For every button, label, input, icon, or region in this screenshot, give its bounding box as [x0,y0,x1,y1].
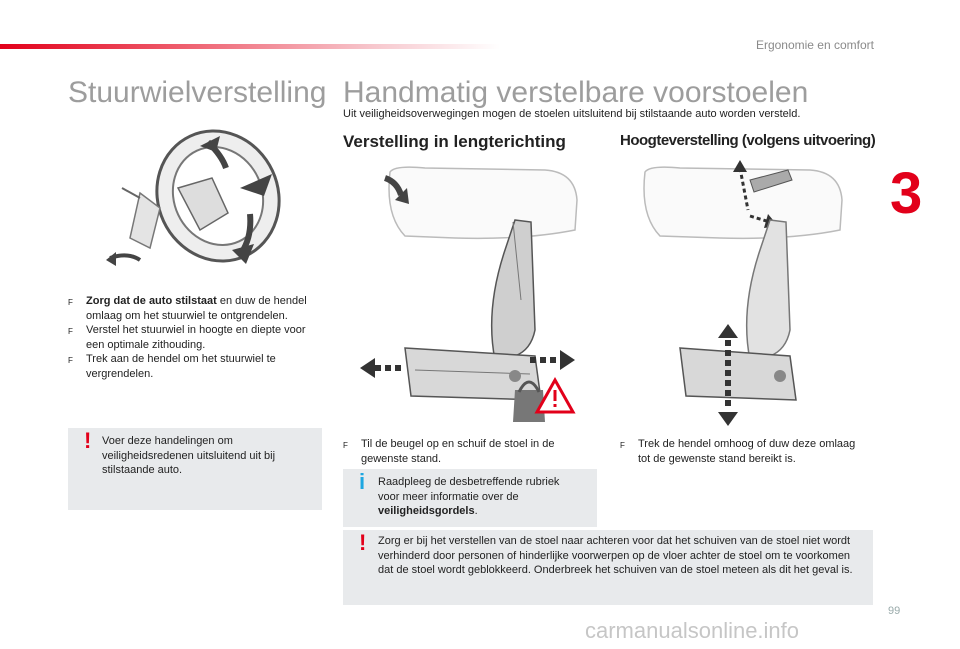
seats-title: Handmatig verstelbare voorstoelen [343,76,809,109]
info-text: Raadpleeg de desbetreffende rubriek voor… [378,475,583,519]
bullet-icon: F [68,298,73,307]
warning-text: Voer deze handelingen om veiligheidsrede… [102,435,276,476]
bullet-text: Til de beugel op en schuif de stoel in d… [361,438,555,465]
bullet-icon: F [620,441,625,450]
height-bullet: F Trek de hendel omhoog of duw deze omla… [620,437,865,466]
seatbelt-info-box: i Raadpleeg de desbetreffende rubriek vo… [343,469,597,527]
info-text-suffix: . [474,505,478,517]
warning-icon: ! [84,428,92,453]
steering-title: Stuurwielverstelling [68,76,327,109]
list-item: F Trek aan de hendel om het stuurwiel te… [68,352,313,381]
info-text-bold: veiligheidsgordels [378,505,475,517]
bullet-text: en duw de hendel omlaag om het stuurwiel… [86,295,307,322]
bullet-text: Verstel het stuurwiel in hoogte en diept… [86,324,306,351]
seats-intro: Uit veiligheidsoverwegingen mogen de sto… [343,108,801,120]
bullet-icon: F [68,327,73,336]
steering-warning-box: ! Voer deze handelingen om veiligheidsre… [68,428,322,510]
bullet-icon: F [68,356,73,365]
list-item: F Trek de hendel omhoog of duw deze omla… [620,437,865,466]
info-text-prefix: Raadpleeg de desbetreffende rubriek voor… [378,476,560,503]
longitudinal-seat-illustration [360,166,578,422]
bullet-icon: F [343,441,348,450]
steering-bullet-list: F Zorg dat de auto stilstaat en duw de h… [68,294,313,381]
seat-warning-box: ! Zorg er bij het verstellen van de stoe… [343,530,873,605]
bullet-text: Trek de hendel omhoog of duw deze omlaag… [638,438,856,465]
list-item: F Verstel het stuurwiel in hoogte en die… [68,323,313,352]
warning-text: Zorg er bij het verstellen van de stoel … [378,535,853,576]
watermark: carmanualsonline.info [585,618,800,643]
list-item: F Zorg dat de auto stilstaat en duw de h… [68,294,313,323]
longitudinal-bullet: F Til de beugel op en schuif de stoel in… [343,437,588,466]
page-number: 99 [888,605,901,617]
bullet-bold-text: Zorg dat de auto stilstaat [86,295,217,307]
chapter-number: 3 [890,161,923,226]
bullet-text: Trek aan de hendel om het stuurwiel te v… [86,353,276,380]
height-seat-illustration [643,160,843,426]
steering-wheel-illustration [106,129,281,266]
info-icon: i [359,469,366,494]
list-item: F Til de beugel op en schuif de stoel in… [343,437,588,466]
height-title: Hoogteverstelling (volgens uitvoering) [620,132,876,149]
longitudinal-title: Verstelling in lengterichting [343,132,566,151]
warning-icon: ! [359,530,367,555]
header-red-bar [0,44,500,49]
chapter-title: Ergonomie en comfort [755,38,874,52]
